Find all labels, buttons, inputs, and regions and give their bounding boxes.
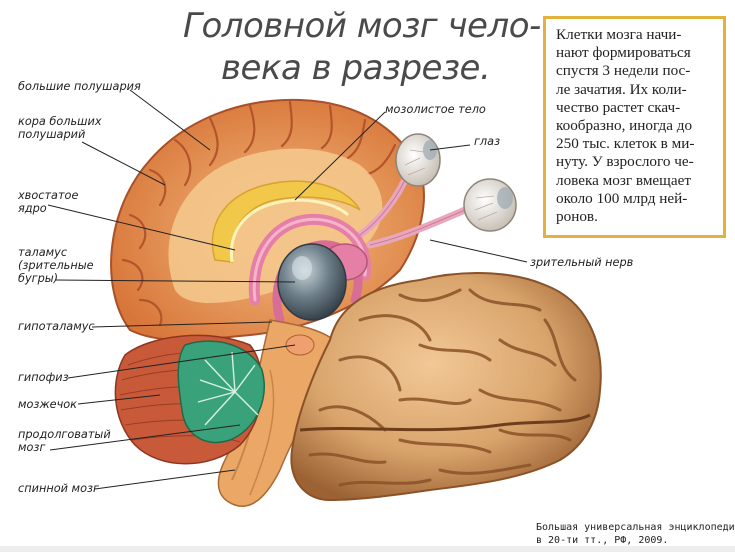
info-line: 250 тыс. клеток в ми- <box>556 135 695 153</box>
source-line-2: в 20-ти тт., РФ, 2009. <box>536 535 669 546</box>
info-line: нают формироваться <box>556 44 691 62</box>
info-line: чество растет скач- <box>556 98 681 116</box>
info-line: спустя 3 недели пос- <box>556 62 691 80</box>
diagram-title-line-1: Головной мозг чело- <box>183 6 541 46</box>
label-caudate-line-1: хвостатое <box>18 189 79 202</box>
label-pituitary: гипофиз <box>18 371 69 384</box>
label-spinal-cord: спинной мозг <box>18 482 99 495</box>
source-citation: Большая универсальная энциклопедия, в 20… <box>536 521 735 547</box>
label-hemispheres: большие полушария <box>18 80 141 93</box>
cerebellum <box>114 334 265 465</box>
info-line: кообразно, иногда до <box>556 117 693 135</box>
label-medulla-line-2: мозг <box>18 441 46 454</box>
info-line: ронов. <box>556 208 598 226</box>
label-cortex-line-2: полушарий <box>18 128 86 141</box>
label-eye: глаз <box>474 135 501 148</box>
optic-system <box>356 133 517 249</box>
corpus-callosum <box>211 180 361 263</box>
info-line: ле зачатия. Их коли- <box>556 80 687 98</box>
label-hypothalamus: гипоталамус <box>18 320 95 333</box>
label-caudate-line-2: ядро <box>18 202 47 215</box>
info-box: Клетки мозга начи- нают формироваться сп… <box>543 16 726 238</box>
info-line: около 100 млрд ней- <box>556 189 688 207</box>
source-line-1: Большая универсальная энциклопедия, <box>536 522 735 533</box>
label-cortex-line-1: кора больших <box>18 115 102 128</box>
diagram-title-line-2: века в разрезе. <box>221 48 491 88</box>
info-line: ловека мозг вмещает <box>556 171 691 189</box>
whole-brain <box>290 272 602 502</box>
bottom-strip <box>0 546 735 552</box>
label-thalamus-line-2: (зрительные <box>18 259 94 272</box>
label-medulla-line-1: продолговатый <box>18 428 111 441</box>
arbor-vitae <box>177 340 265 444</box>
info-line: нуту. У взрослого че- <box>556 153 694 171</box>
label-thalamus-line-1: таламус <box>18 246 68 259</box>
label-cerebellum: мозжечок <box>18 398 77 411</box>
pituitary <box>285 334 315 356</box>
leader-lines <box>47 89 528 490</box>
label-corpus-callosum: мозолистое тело <box>385 103 486 116</box>
label-optic-nerve: зрительный нерв <box>530 256 634 269</box>
label-thalamus-line-3: бугры) <box>18 272 59 285</box>
info-line: Клетки мозга начи- <box>556 26 682 43</box>
